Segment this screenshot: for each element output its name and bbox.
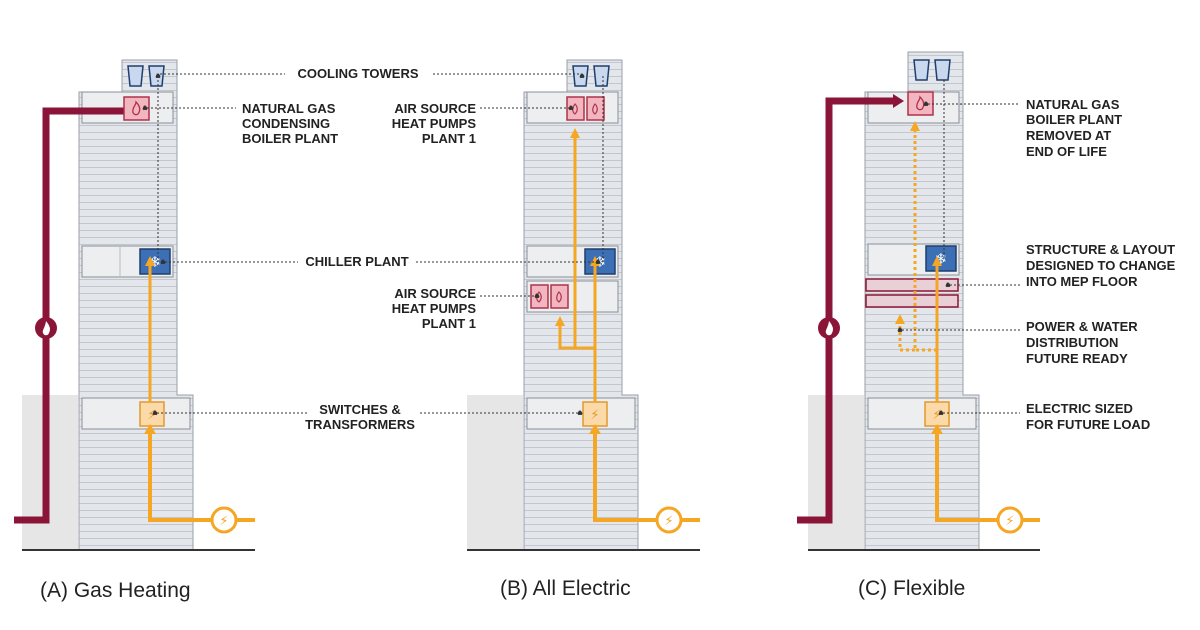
label-structure-3: INTO MEP FLOOR <box>1026 274 1138 289</box>
flame-icon <box>35 317 57 339</box>
lightning-icon: ⚡ <box>590 408 599 423</box>
lightning-icon: ⚡ <box>996 506 1024 534</box>
diagram-c-flexible: ❄ ⚡ ⚡ NATURAL GAS BOILER PLANT REMOVED <box>797 51 1176 600</box>
future-mep-floor-1 <box>865 278 959 292</box>
ground-block <box>22 395 78 550</box>
label-distribution-1: POWER & WATER <box>1026 319 1138 334</box>
label-distribution-2: DISTRIBUTION <box>1026 335 1118 350</box>
label-boiler-1: NATURAL GAS <box>242 101 336 116</box>
lightning-icon: ⚡ <box>655 506 683 534</box>
label-boiler-removed-4: END OF LIFE <box>1026 144 1107 159</box>
lightning-icon: ⚡ <box>210 506 238 534</box>
label-heat-pumps-2a: AIR SOURCE <box>394 286 476 301</box>
label-cooling-towers: COOLING TOWERS <box>297 66 418 81</box>
flame-icon <box>916 95 925 111</box>
svg-text:⚡: ⚡ <box>1005 514 1014 529</box>
ground-block <box>808 395 864 550</box>
label-distribution-3: FUTURE READY <box>1026 351 1128 366</box>
label-switches-1: SWITCHES & <box>319 402 401 417</box>
label-structure-1: STRUCTURE & LAYOUT <box>1026 242 1175 257</box>
svg-text:⚡: ⚡ <box>219 514 228 529</box>
diagram-a-gas-heating: ❄ ⚡ ⚡ (A) Gas Heating <box>14 59 308 602</box>
future-mep-floor-2 <box>865 294 959 308</box>
label-heat-pumps-1a: AIR SOURCE <box>394 101 476 116</box>
label-boiler-removed-2: BOILER PLANT <box>1026 112 1122 127</box>
lightning-icon: ⚡ <box>932 408 941 423</box>
chiller-plant <box>925 245 957 272</box>
label-chiller-plant: CHILLER PLANT <box>305 254 408 269</box>
mechanical-floor-switches <box>867 397 977 430</box>
diagram-b-all-electric: ❄ ⚡ ⚡ (B) All Electric <box>416 59 700 600</box>
label-switches-2: TRANSFORMERS <box>305 417 415 432</box>
cooling-tower-icon <box>572 65 610 87</box>
caption-c: (C) Flexible <box>858 577 965 600</box>
ground-block <box>467 395 523 550</box>
label-heat-pumps-2c: PLANT 1 <box>422 316 476 331</box>
lightning-icon: ⚡ <box>147 408 156 423</box>
label-heat-pumps-2b: HEAT PUMPS <box>392 301 477 316</box>
label-electric-sized-2: FOR FUTURE LOAD <box>1026 417 1150 432</box>
flame-icon <box>818 317 840 339</box>
label-heat-pumps-1b: HEAT PUMPS <box>392 116 477 131</box>
gas-supply-line <box>14 107 124 524</box>
mechanical-floor-switches <box>81 397 191 430</box>
gas-supply-line <box>797 97 893 524</box>
label-heat-pumps-1c: PLANT 1 <box>422 131 476 146</box>
flame-icon <box>132 100 141 116</box>
label-structure-2: DESIGNED TO CHANGE <box>1026 258 1176 273</box>
label-boiler-removed-3: REMOVED AT <box>1026 128 1111 143</box>
building-silhouette <box>78 59 194 551</box>
future-distribution-line <box>913 125 937 352</box>
label-electric-sized-1: ELECTRIC SIZED <box>1026 401 1133 416</box>
svg-text:⚡: ⚡ <box>664 514 673 529</box>
caption-a: (A) Gas Heating <box>40 579 191 602</box>
heat-pump-plant-2 <box>530 284 569 309</box>
cooling-tower-icon <box>913 59 951 81</box>
shared-labels: COOLING TOWERS NATURAL GAS CONDENSING BO… <box>242 66 476 432</box>
caption-b: (B) All Electric <box>500 577 631 600</box>
heat-pump-plant-1 <box>566 96 605 121</box>
label-boiler-removed-1: NATURAL GAS <box>1026 97 1120 112</box>
label-boiler-3: BOILER PLANT <box>242 131 338 146</box>
label-boiler-2: CONDENSING <box>242 116 330 131</box>
